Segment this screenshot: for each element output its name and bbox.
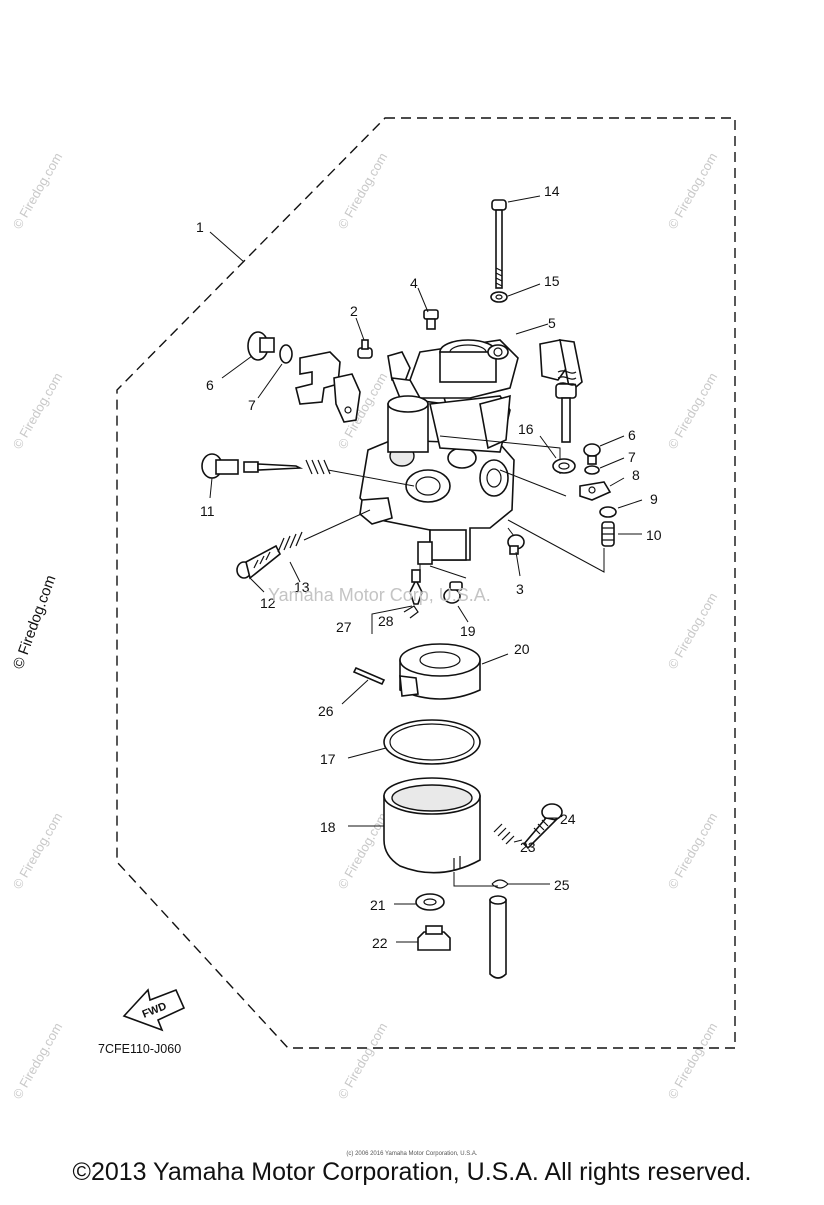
float-20 [399,643,481,700]
washer-15 [490,291,508,303]
watermark: © Firedog.com [335,1020,391,1102]
watermark: © Firedog.com [665,590,721,672]
washer-16 [552,458,576,474]
callout-26: 26 [318,703,334,719]
assembly-boundary [116,117,736,1049]
callout-19: 19 [460,623,476,639]
watermark-layer: © Firedog.com © Firedog.com © Firedog.co… [10,150,721,1102]
watermark: © Firedog.com [665,370,721,452]
callout-21: 21 [370,897,386,913]
callout-14: 14 [544,183,560,199]
diagram-code: 7CFE110-J060 [98,1042,182,1056]
callout-27: 27 [336,619,352,635]
watermark: © Firedog.com [665,1020,721,1102]
callout-11: 11 [200,503,215,519]
bolt-14 [491,199,507,289]
oring-9 [599,506,617,518]
spring-23 [493,823,515,845]
callout-4: 4 [410,275,418,291]
screw-6-right [583,443,601,465]
watermark: © Firedog.com [10,150,66,232]
watermark: © Firedog.com [665,810,721,892]
callout-2: 2 [350,303,358,319]
throttle-stop-screw-12 [236,544,282,580]
callout-13: 13 [294,579,310,595]
watermark: © Firedog.com [10,1020,66,1102]
screw-4 [423,309,439,330]
callout-7: 7 [248,397,256,413]
throttle-bracket [295,351,361,423]
drain-bolt-22 [417,925,451,951]
screw-6-left [247,331,275,361]
fwd-arrow-icon: FWD [122,988,186,1032]
watermark: © Firedog.com [665,150,721,232]
pilot-screw-11 [201,453,331,479]
washer-7-right [584,465,600,475]
carburetor-body [359,339,519,565]
center-watermark: Yamaha Motor Corp, U.S.A. [268,585,491,605]
gasket-17 [383,719,481,765]
callout-18: 18 [320,819,336,835]
callout-6-right: 6 [628,427,636,443]
copyright-footer: ©2013 Yamaha Motor Corporation, U.S.A. A… [72,1158,752,1186]
callout-9: 9 [650,491,658,507]
needle-valve-27 [409,569,423,605]
plunger-10 [601,521,615,547]
callout-12: 12 [260,595,276,611]
callout-7-right: 7 [628,449,636,465]
callout-28: 28 [378,613,394,629]
drain-tube [489,895,507,979]
watermark: © Firedog.com [10,810,66,892]
callout-3: 3 [516,581,524,597]
float-bowl-18 [383,777,481,874]
callout-24: 24 [560,811,576,827]
callout-20: 20 [514,641,530,657]
callout-17: 17 [320,751,336,767]
callout-6: 6 [206,377,214,393]
callout-23: 23 [520,839,536,855]
washer-7-left [279,344,293,364]
float-pin-26 [352,666,386,686]
spring-13 [277,531,303,553]
callout-22: 22 [372,935,388,951]
screw-2 [357,339,373,359]
callout-1: 1 [196,219,204,235]
screw-19 [443,581,463,604]
callout-5: 5 [548,315,556,331]
footer-small-print: (c) 2006 2016 Yamaha Motor Corporation, … [346,1151,478,1157]
washer-21 [415,893,445,911]
callout-25: 25 [554,877,570,893]
callout-labels: 1 2 3 4 5 6 7 8 9 10 11 12 13 14 15 16 1… [196,183,662,951]
callout-10: 10 [646,527,662,543]
callout-8: 8 [632,467,640,483]
watermark: © Firedog.com [335,810,391,892]
side-watermark: © Firedog.com [10,573,60,671]
watermark: © Firedog.com [335,150,391,232]
hose-clip-25 [491,879,509,889]
clip-28 [403,605,419,619]
callout-16: 16 [518,421,534,437]
clip-8 [579,481,612,501]
screw-3 [507,534,525,555]
drain-screw-24 [522,803,563,850]
callout-15: 15 [544,273,560,289]
watermark: © Firedog.com [10,370,66,452]
choke-shaft-assembly [539,339,583,443]
